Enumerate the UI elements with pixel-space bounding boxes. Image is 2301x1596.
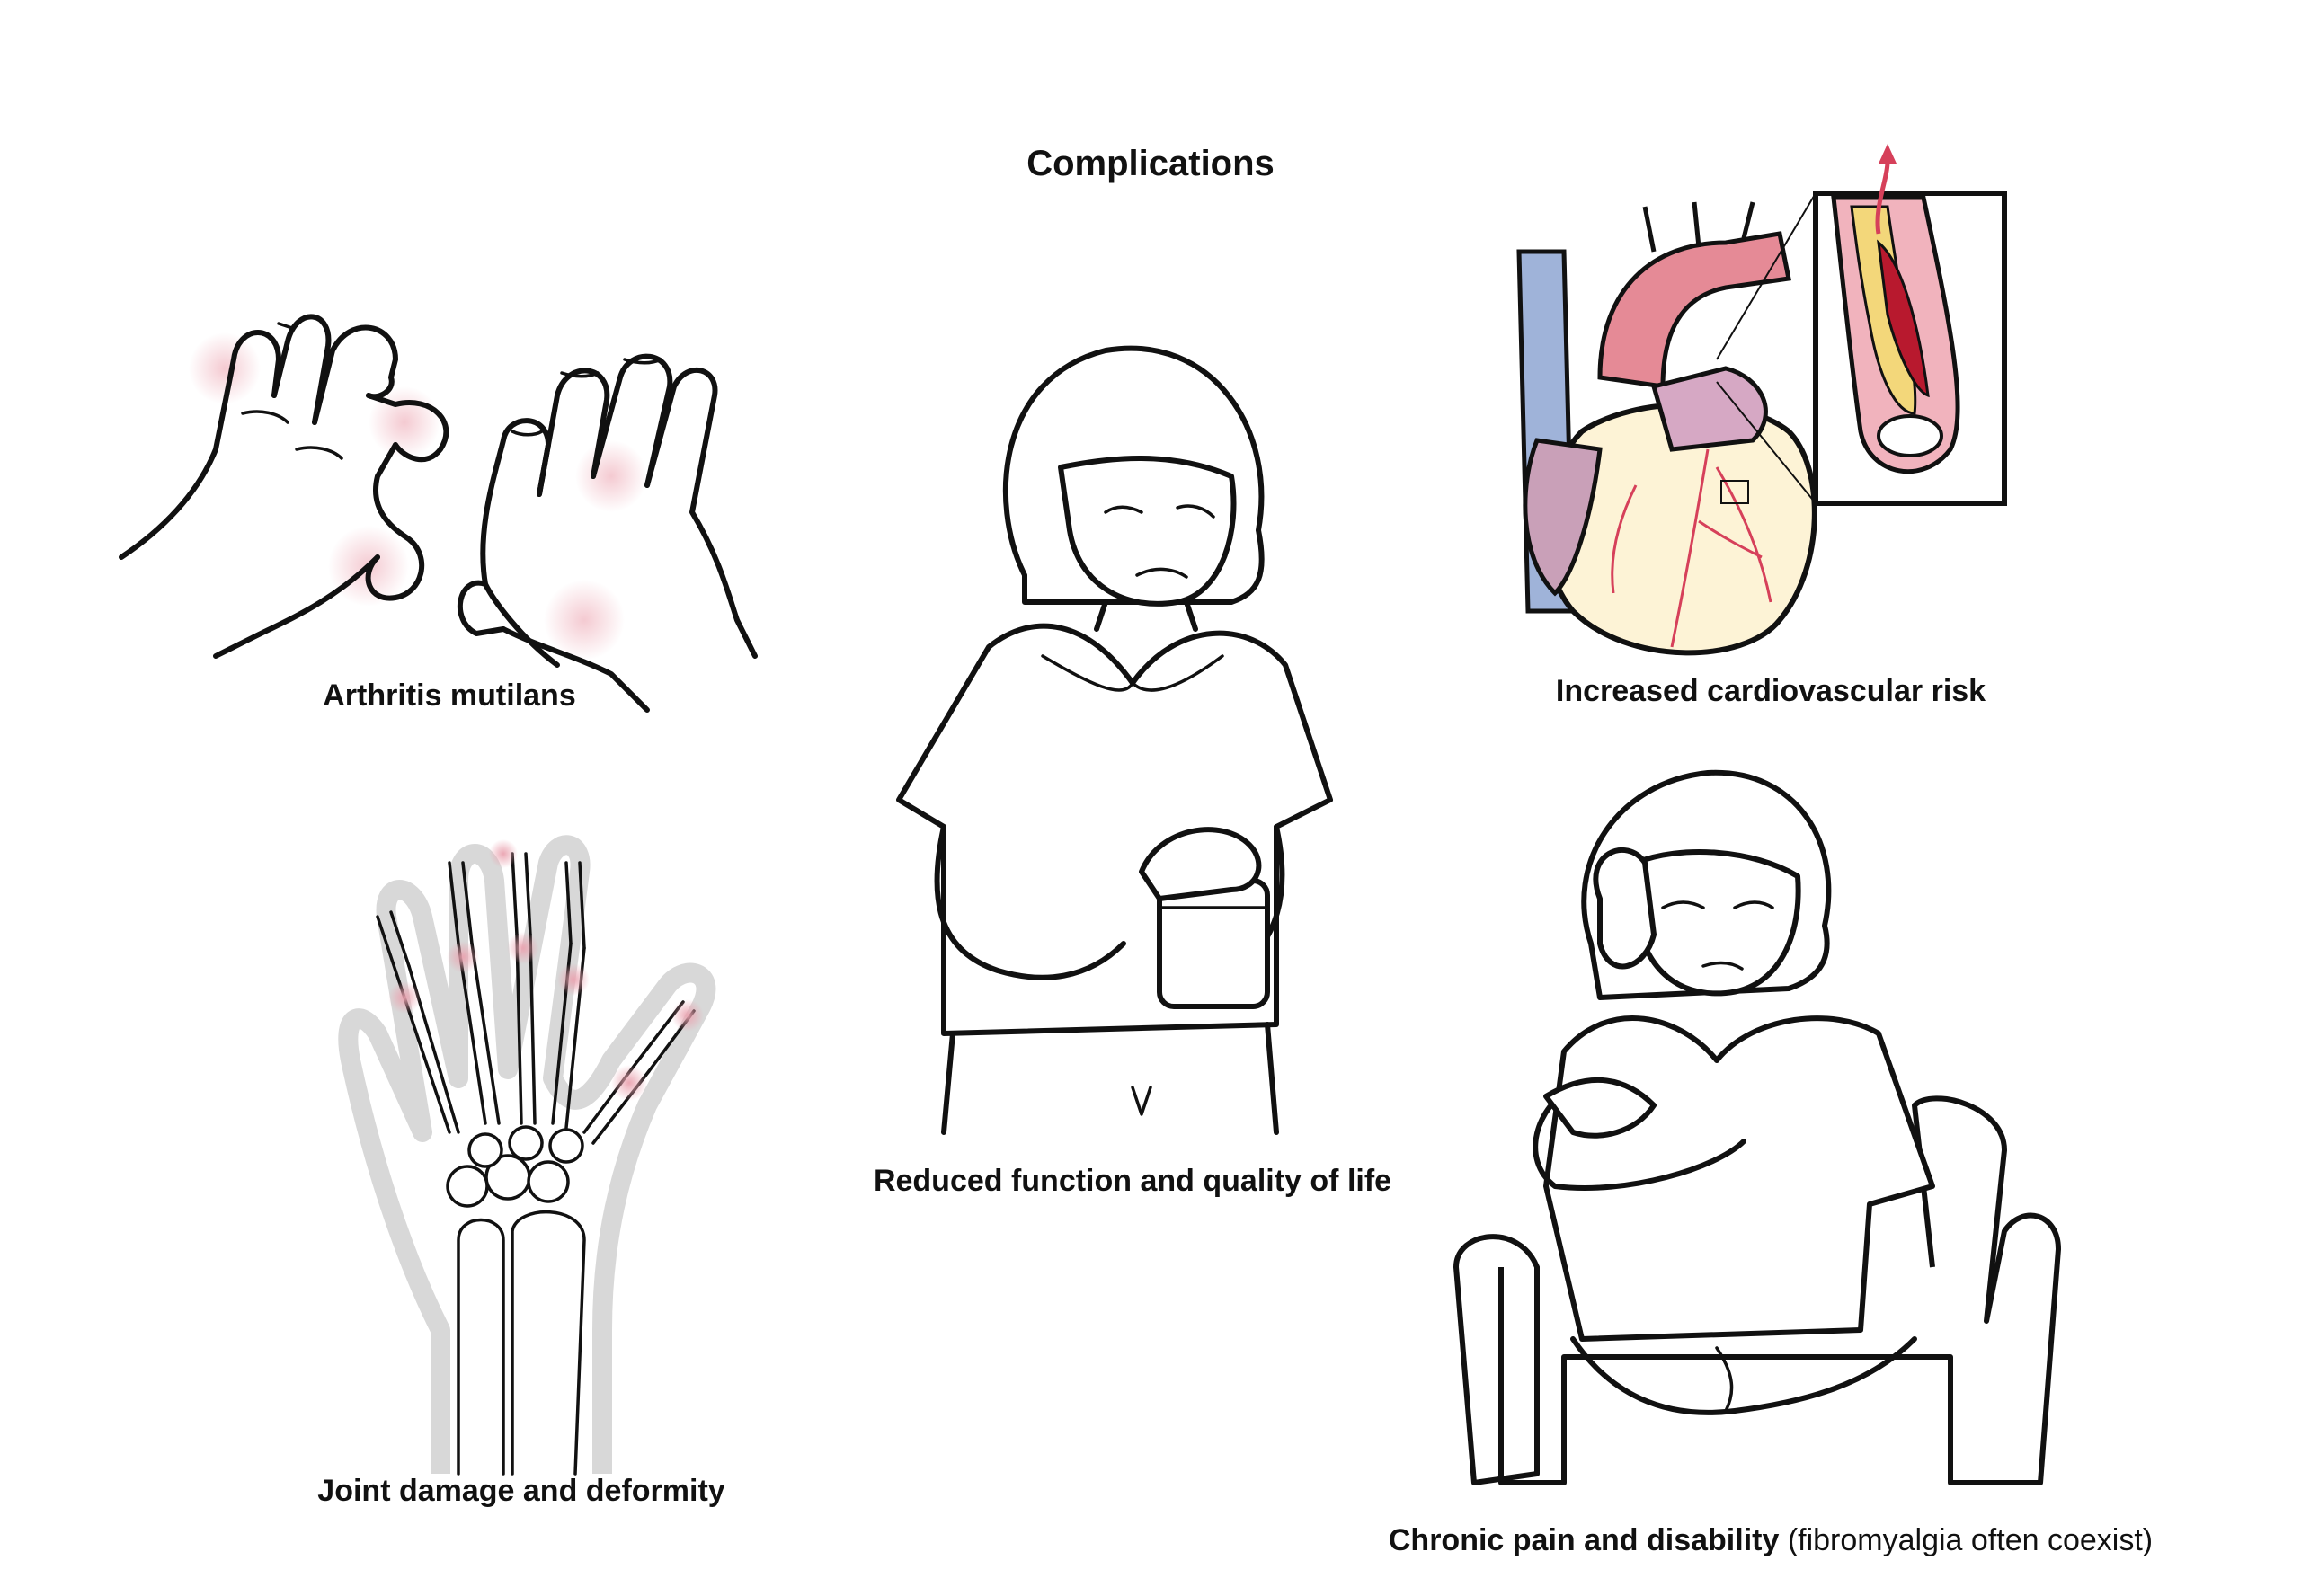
deformed-hands-icon (119, 314, 758, 713)
hand-skeleton-icon (338, 835, 716, 1476)
chronic-pain-sub: (fibromyalgia often coexist) (1787, 1523, 2154, 1557)
page-title: Complications (1026, 144, 1275, 183)
chronic-pain-label: Chronic pain and disability (fibromyalgi… (1321, 1523, 2220, 1558)
joint-damage-label: Joint damage and deformity (317, 1474, 725, 1508)
woman-in-pain-icon (1453, 769, 2061, 1485)
woman-opening-jar-icon (896, 345, 1333, 1135)
cardiovascular-label: Increased cardiovascular risk (1555, 674, 1986, 708)
chronic-pain-main: Chronic pain and disability (1388, 1523, 1780, 1557)
heart-icon (1516, 201, 1817, 656)
reduced-function-label: Reduced function and quality of life (873, 1164, 1392, 1198)
artery-plaque-inset-icon (1716, 144, 2007, 506)
arthritis-mutilans-label: Arthritis mutilans (323, 678, 576, 713)
